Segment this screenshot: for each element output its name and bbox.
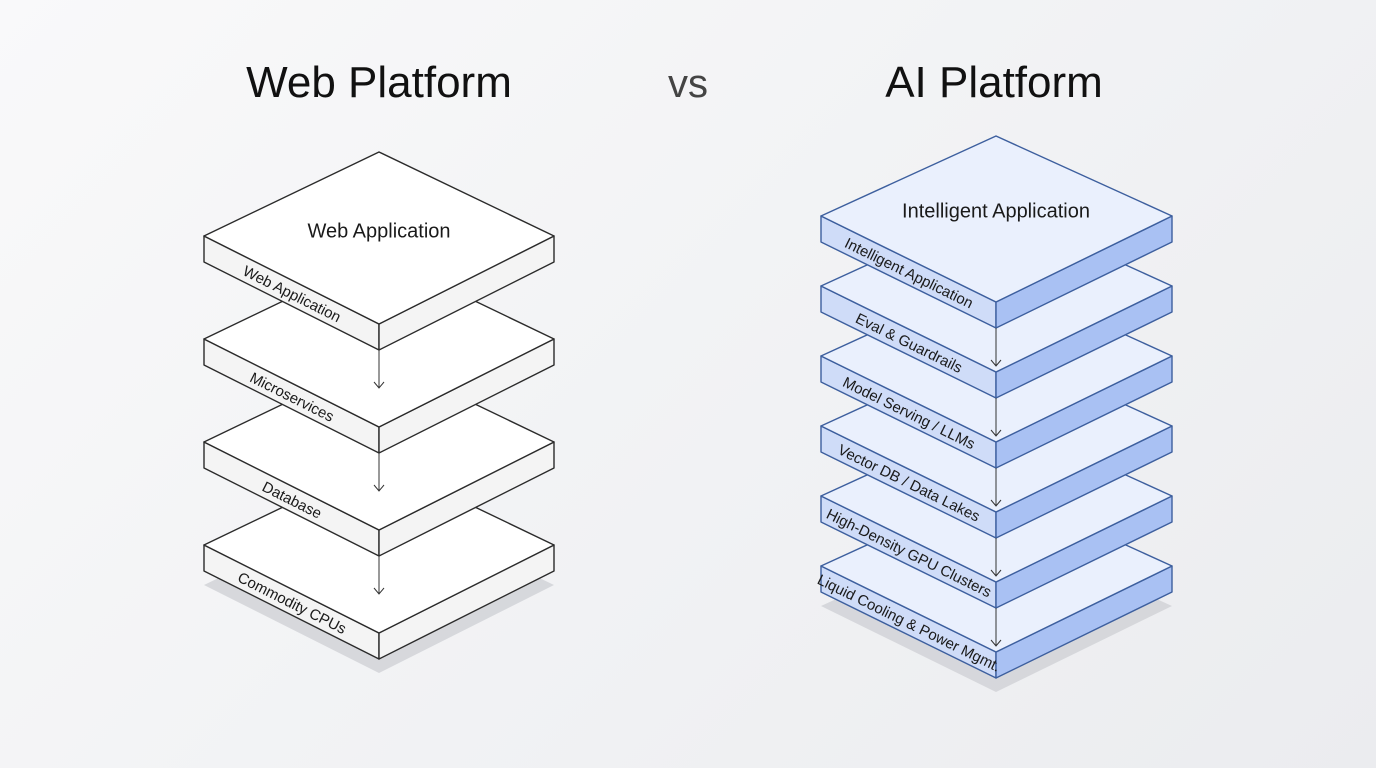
ai-arrow-head [990,429,1002,437]
web-arrow-head [373,484,385,492]
ai-top-label: Intelligent Application [902,200,1090,222]
ai-arrow-head [990,359,1002,367]
web-arrow-head [373,381,385,389]
ai-platform-title: AI Platform [885,58,1103,107]
vs-label: vs [668,62,708,106]
ai-platform-stack: Liquid Cooling & Power Mgmt.High-Density… [814,135,1173,692]
ai-layer-top-face [820,135,1173,303]
web-layer-0: Web Application [203,151,555,389]
ai-layer-0: Intelligent Application [820,135,1173,367]
web-platform-title: Web Platform [246,58,512,107]
web-top-label: Web Application [307,220,450,242]
web-layer-top-face [203,151,555,325]
ai-arrow-head [990,569,1002,577]
web-arrow-head [373,587,385,595]
ai-arrow-head [990,499,1002,507]
ai-arrow-head [990,639,1002,647]
